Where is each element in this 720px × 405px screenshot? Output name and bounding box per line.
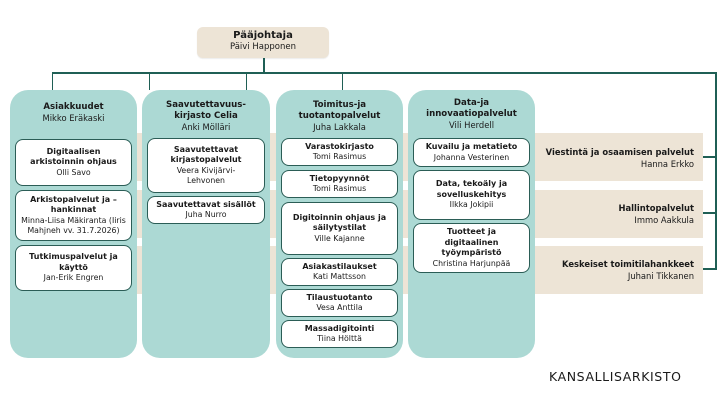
connector-horizontal-main [52, 72, 717, 74]
unit-card: Tuotteet ja digitaalinen työympäristö Ch… [413, 223, 530, 273]
staff-unit-head: Juhani Tikkanen [627, 270, 694, 281]
unit-head: Minna-Liisa Mäkiranta (Iiris Mahjneh vv.… [21, 215, 126, 236]
staff-unit-head: Hanna Erkko [640, 158, 694, 169]
staff-unit-head: Immo Aakkula [634, 214, 694, 225]
staff-unit-hallinto: Hallintopalvelut Immo Aakkula [535, 190, 703, 237]
column-head-name: Juha Lakkala [313, 122, 366, 132]
staff-unit-viestinta: Viestintä ja osaamisen palvelut Hanna Er… [535, 134, 703, 181]
director-general-name: Päivi Happonen [229, 42, 296, 52]
unit-head: Christina Harjunpää [432, 258, 511, 268]
unit-title: Arkistopalvelut ja – hankinnat [30, 194, 117, 215]
unit-head: Jan-Erik Engren [43, 273, 104, 283]
column-title: Asiakkuudet [43, 102, 104, 112]
column-head-name: Anki Mölläri [181, 122, 231, 132]
unit-head: Kati Mattsson [313, 272, 366, 281]
unit-title: Digitaalisen arkistoinnin ohjaus [30, 146, 117, 167]
column-title: Saavutettavuus-kirjasto Celia [166, 100, 246, 121]
connector-col1 [52, 72, 53, 90]
connector-staff-2 [703, 212, 716, 214]
unit-card: Digitoinnin ohjaus ja säilytystilat Vill… [281, 202, 398, 255]
column-celia: Saavutettavuus-kirjasto Celia Anki Möllä… [142, 90, 270, 358]
unit-card: Digitaalisen arkistoinnin ohjaus Olli Sa… [15, 139, 132, 186]
connector-top-vertical [263, 58, 265, 73]
unit-title: Tietopyynnöt [309, 173, 370, 183]
unit-card: Massadigitointi Tiina Hölttä [281, 320, 398, 348]
unit-title: Saavutettavat sisällöt [156, 199, 256, 209]
unit-card: Tutkimuspalvelut ja käyttö Jan-Erik Engr… [15, 245, 132, 291]
column-asiakkuudet: Asiakkuudet Mikko Eräkaski Digitaalisen … [10, 90, 137, 358]
column-head-name: Vili Herdell [448, 120, 495, 130]
column-toimitus: Toimitus-ja tuotantopalvelut Juha Lakkal… [276, 90, 403, 358]
unit-card: Saavutettavat sisällöt Juha Nurro [147, 196, 265, 224]
director-general-box: Pääjohtaja Päivi Happonen [197, 27, 329, 58]
unit-title: Kuvailu ja metatieto [425, 142, 518, 151]
unit-title: Saavutettavat kirjastopalvelut [170, 144, 242, 165]
connector-staff-1 [703, 156, 716, 158]
unit-title: Tuotteet ja digitaalinen työympäristö [441, 227, 502, 257]
unit-title: Data, tekoäly ja sovelluskehitys [435, 179, 508, 199]
unit-head: Vesa Anttila [316, 303, 363, 312]
column-title: Data-ja innovaatiopalvelut [426, 98, 517, 119]
unit-head: Tiina Hölttä [317, 334, 362, 343]
unit-card: Saavutettavat kirjastopalvelut Veera Kiv… [147, 138, 265, 193]
connector-col2 [149, 72, 150, 90]
column-head-name: Mikko Eräkaski [42, 113, 105, 123]
unit-title: Asiakastilaukset [302, 261, 377, 271]
unit-head: Veera Kivijärvi-Lehvonen [176, 165, 236, 186]
unit-head: Juha Nurro [185, 210, 227, 219]
column-title: Toimitus-ja tuotantopalvelut [298, 100, 381, 121]
staff-unit-title: Keskeiset toimitilahankkeet [562, 258, 694, 269]
unit-card: Asiakastilaukset Kati Mattsson [281, 258, 398, 286]
unit-head: Johanna Vesterinen [433, 152, 510, 162]
unit-title: Tutkimuspalvelut ja käyttö [29, 252, 118, 272]
unit-card: Varastokirjasto Tomi Rasimus [281, 138, 398, 166]
unit-title: Massadigitointi [304, 323, 375, 333]
unit-head: Ville Kajanne [314, 233, 365, 243]
unit-head: Ilkka Jokipii [449, 200, 494, 210]
column-data-innovaatio: Data-ja innovaatiopalvelut Vili Herdell … [408, 90, 535, 358]
unit-title: Varastokirjasto [305, 141, 374, 151]
staff-unit-title: Hallintopalvelut [618, 202, 695, 213]
unit-head: Olli Savo [56, 167, 91, 177]
unit-card: Tietopyynnöt Tomi Rasimus [281, 170, 398, 198]
unit-title: Tilaustuotanto [306, 292, 373, 302]
unit-title: Digitoinnin ohjaus ja säilytystilat [292, 212, 387, 233]
connector-col4 [342, 72, 343, 90]
kansallisarkisto-logo: KANSALLISARKISTO [549, 369, 682, 384]
unit-card: Kuvailu ja metatieto Johanna Vesterinen [413, 138, 530, 167]
unit-card: Data, tekoäly ja sovelluskehitys Ilkka J… [413, 170, 530, 220]
staff-unit-title: Viestintä ja osaamisen palvelut [545, 146, 694, 157]
unit-card: Tilaustuotanto Vesa Anttila [281, 289, 398, 317]
director-general-title: Pääjohtaja [233, 30, 293, 41]
connector-col3 [246, 72, 247, 90]
connector-staff-3 [703, 268, 716, 270]
staff-unit-toimitilat: Keskeiset toimitilahankkeet Juhani Tikka… [535, 246, 703, 293]
unit-head: Tomi Rasimus [312, 184, 367, 193]
unit-head: Tomi Rasimus [312, 152, 367, 161]
unit-card: Arkistopalvelut ja – hankinnat Minna-Lii… [15, 190, 132, 241]
connector-right-vertical [715, 72, 717, 270]
